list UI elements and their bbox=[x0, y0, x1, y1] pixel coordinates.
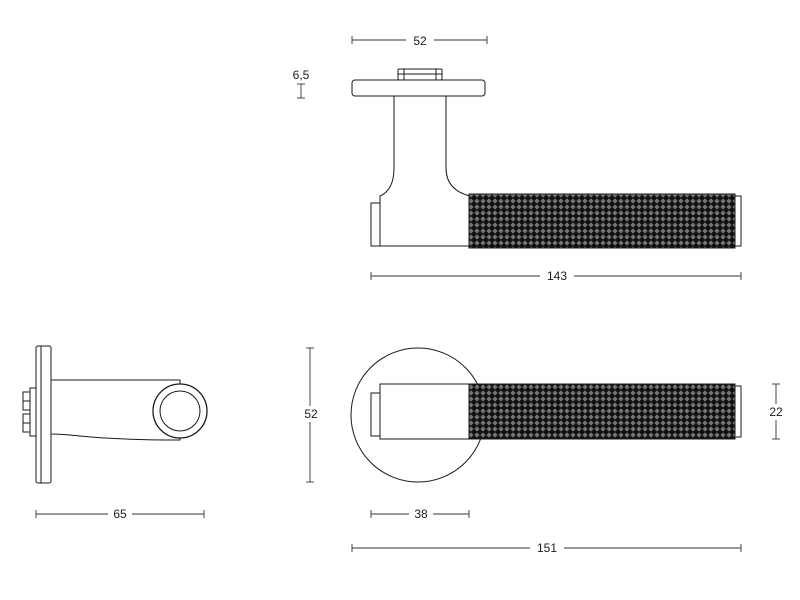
front-view bbox=[350, 347, 742, 483]
dim-label-rose-diameter-front: 52 bbox=[304, 407, 318, 421]
front-lever-body bbox=[379, 383, 471, 440]
side-lever-inner bbox=[159, 390, 201, 432]
dim-label-total-length: 151 bbox=[537, 541, 557, 555]
top-end-cap bbox=[734, 195, 742, 247]
front-end-cap bbox=[734, 385, 742, 438]
front-knurled-grip bbox=[468, 383, 736, 440]
top-rose-plate bbox=[351, 79, 486, 97]
dim-total-length: 151 bbox=[351, 540, 742, 556]
dim-label-rose-to-grip: 38 bbox=[414, 507, 428, 521]
side-view bbox=[22, 345, 208, 484]
dim-rose-diameter-top: 52 bbox=[351, 32, 488, 48]
side-neck bbox=[50, 379, 181, 441]
top-spindle-end bbox=[370, 202, 381, 247]
dim-label-lever-length-top: 143 bbox=[547, 269, 567, 283]
front-spindle-end bbox=[370, 392, 381, 437]
dim-label-rose-thickness: 6,5 bbox=[293, 68, 310, 82]
dim-lever-length-top: 143 bbox=[370, 268, 742, 284]
dim-lever-diameter: 22 bbox=[765, 383, 787, 440]
top-view bbox=[351, 68, 742, 249]
dim-label-projection: 65 bbox=[113, 507, 127, 521]
dim-rose-to-grip: 38 bbox=[370, 506, 470, 522]
top-knurled-grip bbox=[468, 193, 736, 249]
side-rose-plate bbox=[35, 345, 52, 484]
dim-label-lever-diameter: 22 bbox=[769, 405, 783, 419]
dim-rose-thickness: 6,5 bbox=[293, 68, 310, 99]
dim-label-rose-diameter-top: 52 bbox=[413, 34, 427, 48]
dim-rose-diameter-front: 52 bbox=[300, 347, 322, 483]
top-neck bbox=[379, 95, 471, 247]
dim-projection: 65 bbox=[35, 506, 205, 522]
